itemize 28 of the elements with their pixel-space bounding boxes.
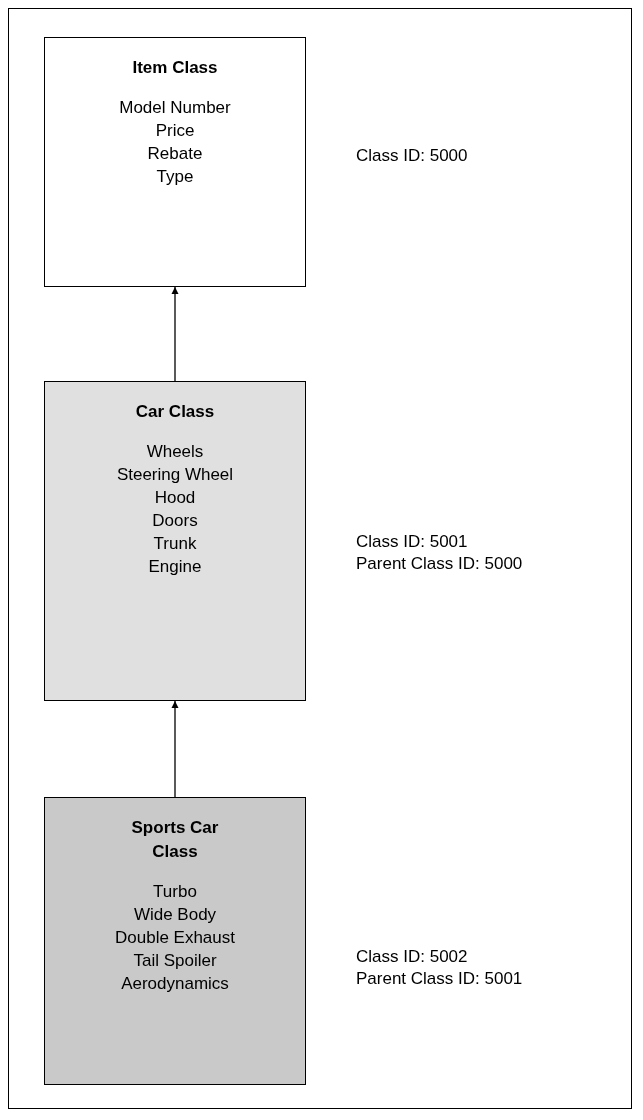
attribute-text: Turbo <box>153 881 197 903</box>
attribute-text: Hood <box>154 487 196 509</box>
arrow <box>171 700 179 798</box>
class-title: Sports Car Class <box>130 817 220 863</box>
attribute-text: Engine <box>148 556 202 578</box>
attribute-text: Doors <box>152 510 198 532</box>
attribute-text: Aerodynamics <box>121 973 229 995</box>
class-id-text: Class ID: 5001 <box>356 531 468 553</box>
attribute-text: Model Number <box>119 97 231 119</box>
class-id-text: Class ID: 5002 <box>356 946 468 968</box>
arrow <box>171 286 179 382</box>
attribute-text: Price <box>155 120 195 142</box>
attribute-text: Trunk <box>153 533 197 555</box>
attribute-text: Type <box>156 166 194 188</box>
attribute-text: Wheels <box>146 441 204 463</box>
attribute-text: Tail Spoiler <box>133 950 217 972</box>
class-box <box>44 37 306 287</box>
class-id-text: Class ID: 5000 <box>356 145 468 167</box>
attribute-text: Double Exhaust <box>115 927 235 949</box>
class-title: Car Class <box>134 401 216 423</box>
class-id-text: Parent Class ID: 5000 <box>356 553 523 575</box>
class-box <box>44 381 306 701</box>
attribute-text: Steering Wheel <box>116 464 234 486</box>
class-id-text: Parent Class ID: 5001 <box>356 968 523 990</box>
class-title: Item Class <box>131 57 219 79</box>
class-box <box>44 797 306 1085</box>
attribute-text: Wide Body <box>133 904 217 926</box>
attribute-text: Rebate <box>147 143 203 165</box>
